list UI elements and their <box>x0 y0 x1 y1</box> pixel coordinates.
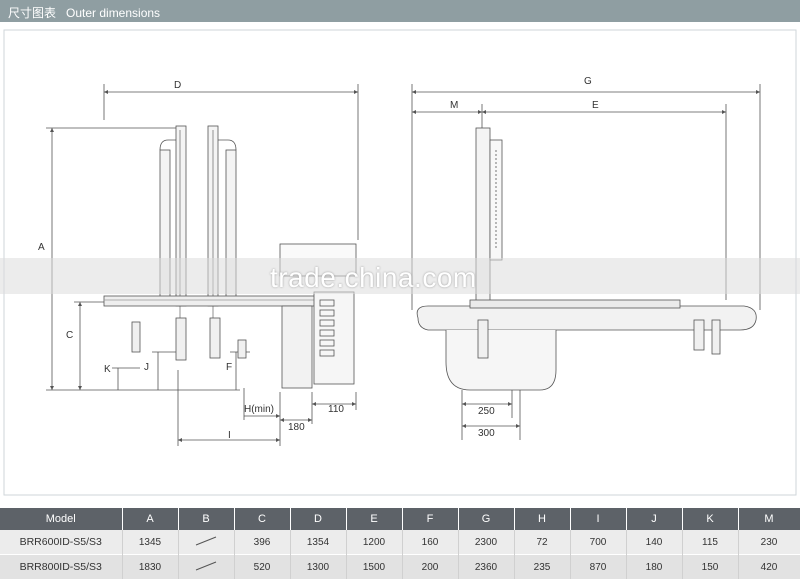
cell-b <box>178 530 235 555</box>
cell-k: 150 <box>682 554 739 579</box>
dim-label-C: C <box>66 330 73 341</box>
cell-h: 235 <box>514 554 571 579</box>
cell-c: 396 <box>234 530 291 555</box>
cell-d: 1300 <box>290 554 347 579</box>
col-header-j: J <box>626 508 683 530</box>
dim-label-J: J <box>144 362 149 373</box>
cell-f: 200 <box>402 554 459 579</box>
dim-label-I: I <box>228 430 231 441</box>
dimension-drawing: D A C K J F H(min) 110 180 I G M E 250 3… <box>3 29 797 496</box>
cell-i: 870 <box>570 554 627 579</box>
cell-d: 1354 <box>290 530 347 555</box>
spec-table: Model A B C D E F G H I J K M BRR600ID-S… <box>0 508 800 579</box>
cell-m: 420 <box>738 554 800 579</box>
cell-g: 2300 <box>458 530 515 555</box>
cell-m: 230 <box>738 530 800 555</box>
header-bar: 尺寸图表 Outer dimensions <box>0 0 800 22</box>
col-header-e: E <box>346 508 403 530</box>
cell-a: 1830 <box>122 554 179 579</box>
col-header-model: Model <box>0 508 123 530</box>
col-header-f: F <box>402 508 459 530</box>
table-row: BRR800ID-S5/S3 1830 520 1300 1500 200 23… <box>0 554 800 579</box>
not-applicable-slash-icon <box>195 561 217 570</box>
dim-label-M: M <box>450 100 458 111</box>
right-view <box>411 84 761 440</box>
cell-j: 140 <box>626 530 683 555</box>
watermark-text: trade.china.com <box>270 262 477 293</box>
dim-label-A: A <box>38 242 45 253</box>
cell-i: 700 <box>570 530 627 555</box>
col-header-g: G <box>458 508 515 530</box>
header-title: 尺寸图表 Outer dimensions <box>8 6 161 20</box>
dim-label-300: 300 <box>478 428 495 439</box>
cell-b <box>178 554 235 579</box>
spec-table-header: Model A B C D E F G H I J K M <box>0 508 800 530</box>
cell-c: 520 <box>234 554 291 579</box>
cell-j: 180 <box>626 554 683 579</box>
watermark-band <box>0 258 800 294</box>
dim-label-180: 180 <box>288 422 305 433</box>
dim-label-F: F <box>226 362 232 373</box>
col-header-c: C <box>234 508 291 530</box>
col-header-b: B <box>178 508 235 530</box>
dim-label-E: E <box>592 100 599 111</box>
dim-label-K: K <box>104 364 111 375</box>
col-header-h: H <box>514 508 571 530</box>
cell-e: 1500 <box>346 554 403 579</box>
table-row: BRR600ID-S5/S3 1345 396 1354 1200 160 23… <box>0 530 800 555</box>
cell-e: 1200 <box>346 530 403 555</box>
dim-label-H: H(min) <box>244 404 274 415</box>
cell-f: 160 <box>402 530 459 555</box>
dim-label-250: 250 <box>478 406 495 417</box>
not-applicable-slash-icon <box>195 536 217 545</box>
col-header-m: M <box>738 508 800 530</box>
cell-h: 72 <box>514 530 571 555</box>
col-header-d: D <box>290 508 347 530</box>
dim-label-110: 110 <box>328 404 344 415</box>
cell-k: 115 <box>682 530 739 555</box>
dim-label-D: D <box>174 80 181 91</box>
cell-g: 2360 <box>458 554 515 579</box>
col-header-k: K <box>682 508 739 530</box>
dim-label-G: G <box>584 76 592 87</box>
col-header-a: A <box>122 508 179 530</box>
cell-model: BRR600ID-S5/S3 <box>0 530 123 555</box>
cell-model: BRR800ID-S5/S3 <box>0 554 123 579</box>
cell-a: 1345 <box>122 530 179 555</box>
col-header-i: I <box>570 508 627 530</box>
